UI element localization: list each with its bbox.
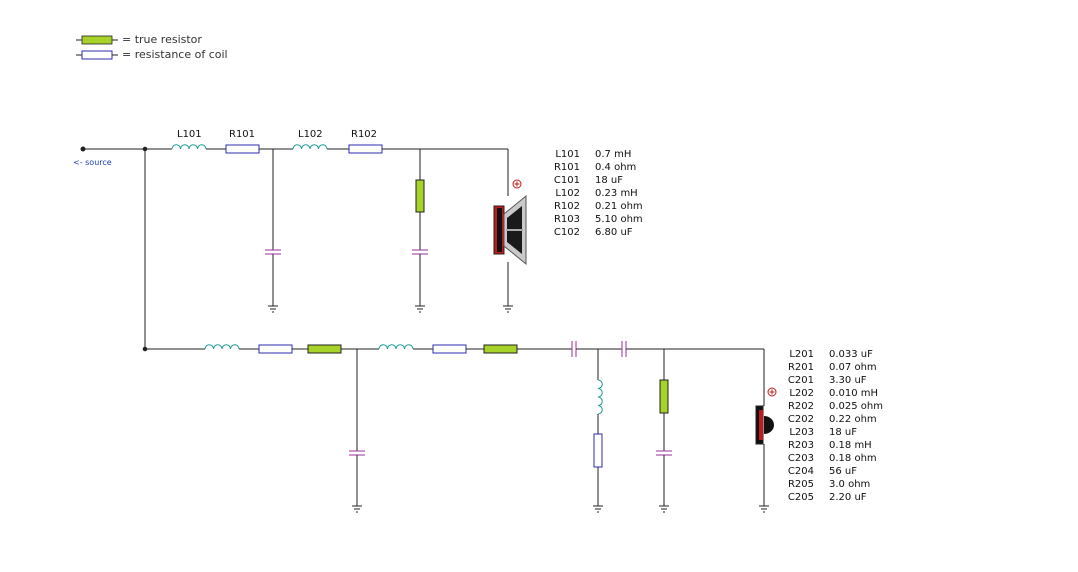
component-value: 0.4 ohm <box>595 162 637 173</box>
component-name: C203 <box>787 453 814 464</box>
component-value: 0.7 mH <box>595 149 632 160</box>
component-value: 5.10 ohm <box>595 214 643 225</box>
value-row: C204 56 uF <box>780 465 883 478</box>
component-value: 0.22 ohm <box>829 414 877 425</box>
component-value: 0.23 mH <box>595 188 638 199</box>
component-value: 18 uF <box>595 175 623 186</box>
component-value: 0.18 mH <box>829 440 872 451</box>
component-name: R202 <box>787 401 814 412</box>
value-row: R103 5.10 ohm <box>546 213 643 226</box>
capacitor-C201 <box>349 450 365 456</box>
value-row: R201 0.07 ohm <box>780 361 883 374</box>
label-L102: L102 <box>298 129 323 140</box>
component-name: L101 <box>555 149 580 160</box>
resistor-R203 <box>432 344 467 354</box>
resistor-R201 <box>258 344 293 354</box>
value-row: L102 0.23 mH <box>546 187 643 200</box>
resistor-R205 <box>593 433 603 468</box>
value-row: R102 0.21 ohm <box>546 200 643 213</box>
component-name: L201 <box>789 349 814 360</box>
value-row: L202 0.010 mH <box>780 387 883 400</box>
true-resistor-legend-symbol <box>81 35 113 45</box>
component-name: R103 <box>553 214 580 225</box>
resistor-R206 <box>659 379 669 414</box>
resistor-R204 <box>483 344 518 354</box>
capacitor-C205 <box>621 341 627 357</box>
label-R101: R101 <box>229 129 256 140</box>
value-row: R101 0.4 ohm <box>546 161 643 174</box>
inductor-L201 <box>204 344 240 350</box>
component-value: 0.07 ohm <box>829 362 877 373</box>
component-name: C201 <box>787 375 814 386</box>
legend-coil-resistance-label: = resistance of coil <box>122 48 228 61</box>
coil-resistance-legend-symbol <box>81 50 113 60</box>
value-row: C205 2.20 uF <box>780 491 883 504</box>
component-value: 18 uF <box>829 427 857 438</box>
legend-true-resistor-label: = true resistor <box>122 33 202 46</box>
woofer-branch <box>80 144 514 313</box>
source-label: <- source <box>73 158 112 167</box>
woofer-speaker <box>493 179 527 266</box>
capacitor-C203 <box>571 341 577 357</box>
value-row: C102 6.80 uF <box>546 226 643 239</box>
component-name: R203 <box>787 440 814 451</box>
capacitor-C102 <box>412 249 428 255</box>
label-L101: L101 <box>177 129 202 140</box>
component-value: 0.18 ohm <box>829 453 877 464</box>
value-row: C203 0.18 ohm <box>780 452 883 465</box>
value-row: R203 0.18 mH <box>780 439 883 452</box>
value-row: C202 0.22 ohm <box>780 413 883 426</box>
component-value: 3.0 ohm <box>829 479 871 490</box>
inductor-L101 <box>171 144 207 150</box>
value-row: L201 0.033 uF <box>780 348 883 361</box>
component-value: 0.033 uF <box>829 349 873 360</box>
component-name: C101 <box>553 175 580 186</box>
capacitor-C101 <box>265 249 281 255</box>
resistor-R103 <box>415 179 425 213</box>
component-name: C102 <box>553 227 580 238</box>
component-name: L202 <box>789 388 814 399</box>
component-value: 56 uF <box>829 466 857 477</box>
capacitor-C204 <box>656 450 672 456</box>
tweeter-branch <box>142 149 770 513</box>
inductor-L202 <box>378 344 414 350</box>
component-name: R201 <box>787 362 814 373</box>
component-value: 0.21 ohm <box>595 201 643 212</box>
value-row: C201 3.30 uF <box>780 374 883 387</box>
component-name: R205 <box>787 479 814 490</box>
tweeter-speaker <box>755 387 777 445</box>
resistor-R202 <box>307 344 342 354</box>
value-row: R202 0.025 ohm <box>780 400 883 413</box>
component-value: 6.80 uF <box>595 227 633 238</box>
component-value: 3.30 uF <box>829 375 867 386</box>
label-R102: R102 <box>351 129 378 140</box>
inductor-L203 <box>597 379 603 415</box>
component-name: C204 <box>787 466 814 477</box>
value-row: L101 0.7 mH <box>546 148 643 161</box>
component-name: L203 <box>789 427 814 438</box>
component-name: C205 <box>787 492 814 503</box>
resistor-R102 <box>348 144 383 154</box>
component-name: R101 <box>553 162 580 173</box>
component-value: 0.010 mH <box>829 388 879 399</box>
value-row: R205 3.0 ohm <box>780 478 883 491</box>
component-value: 0.025 ohm <box>829 401 884 412</box>
component-name: R102 <box>553 201 580 212</box>
component-value: 2.20 uF <box>829 492 867 503</box>
inductor-L102 <box>292 144 328 150</box>
legend <box>76 35 118 60</box>
value-row: C101 18 uF <box>546 174 643 187</box>
value-row: L203 18 uF <box>780 426 883 439</box>
component-name: L102 <box>555 188 580 199</box>
component-name: C202 <box>787 414 814 425</box>
resistor-R101 <box>225 144 260 154</box>
